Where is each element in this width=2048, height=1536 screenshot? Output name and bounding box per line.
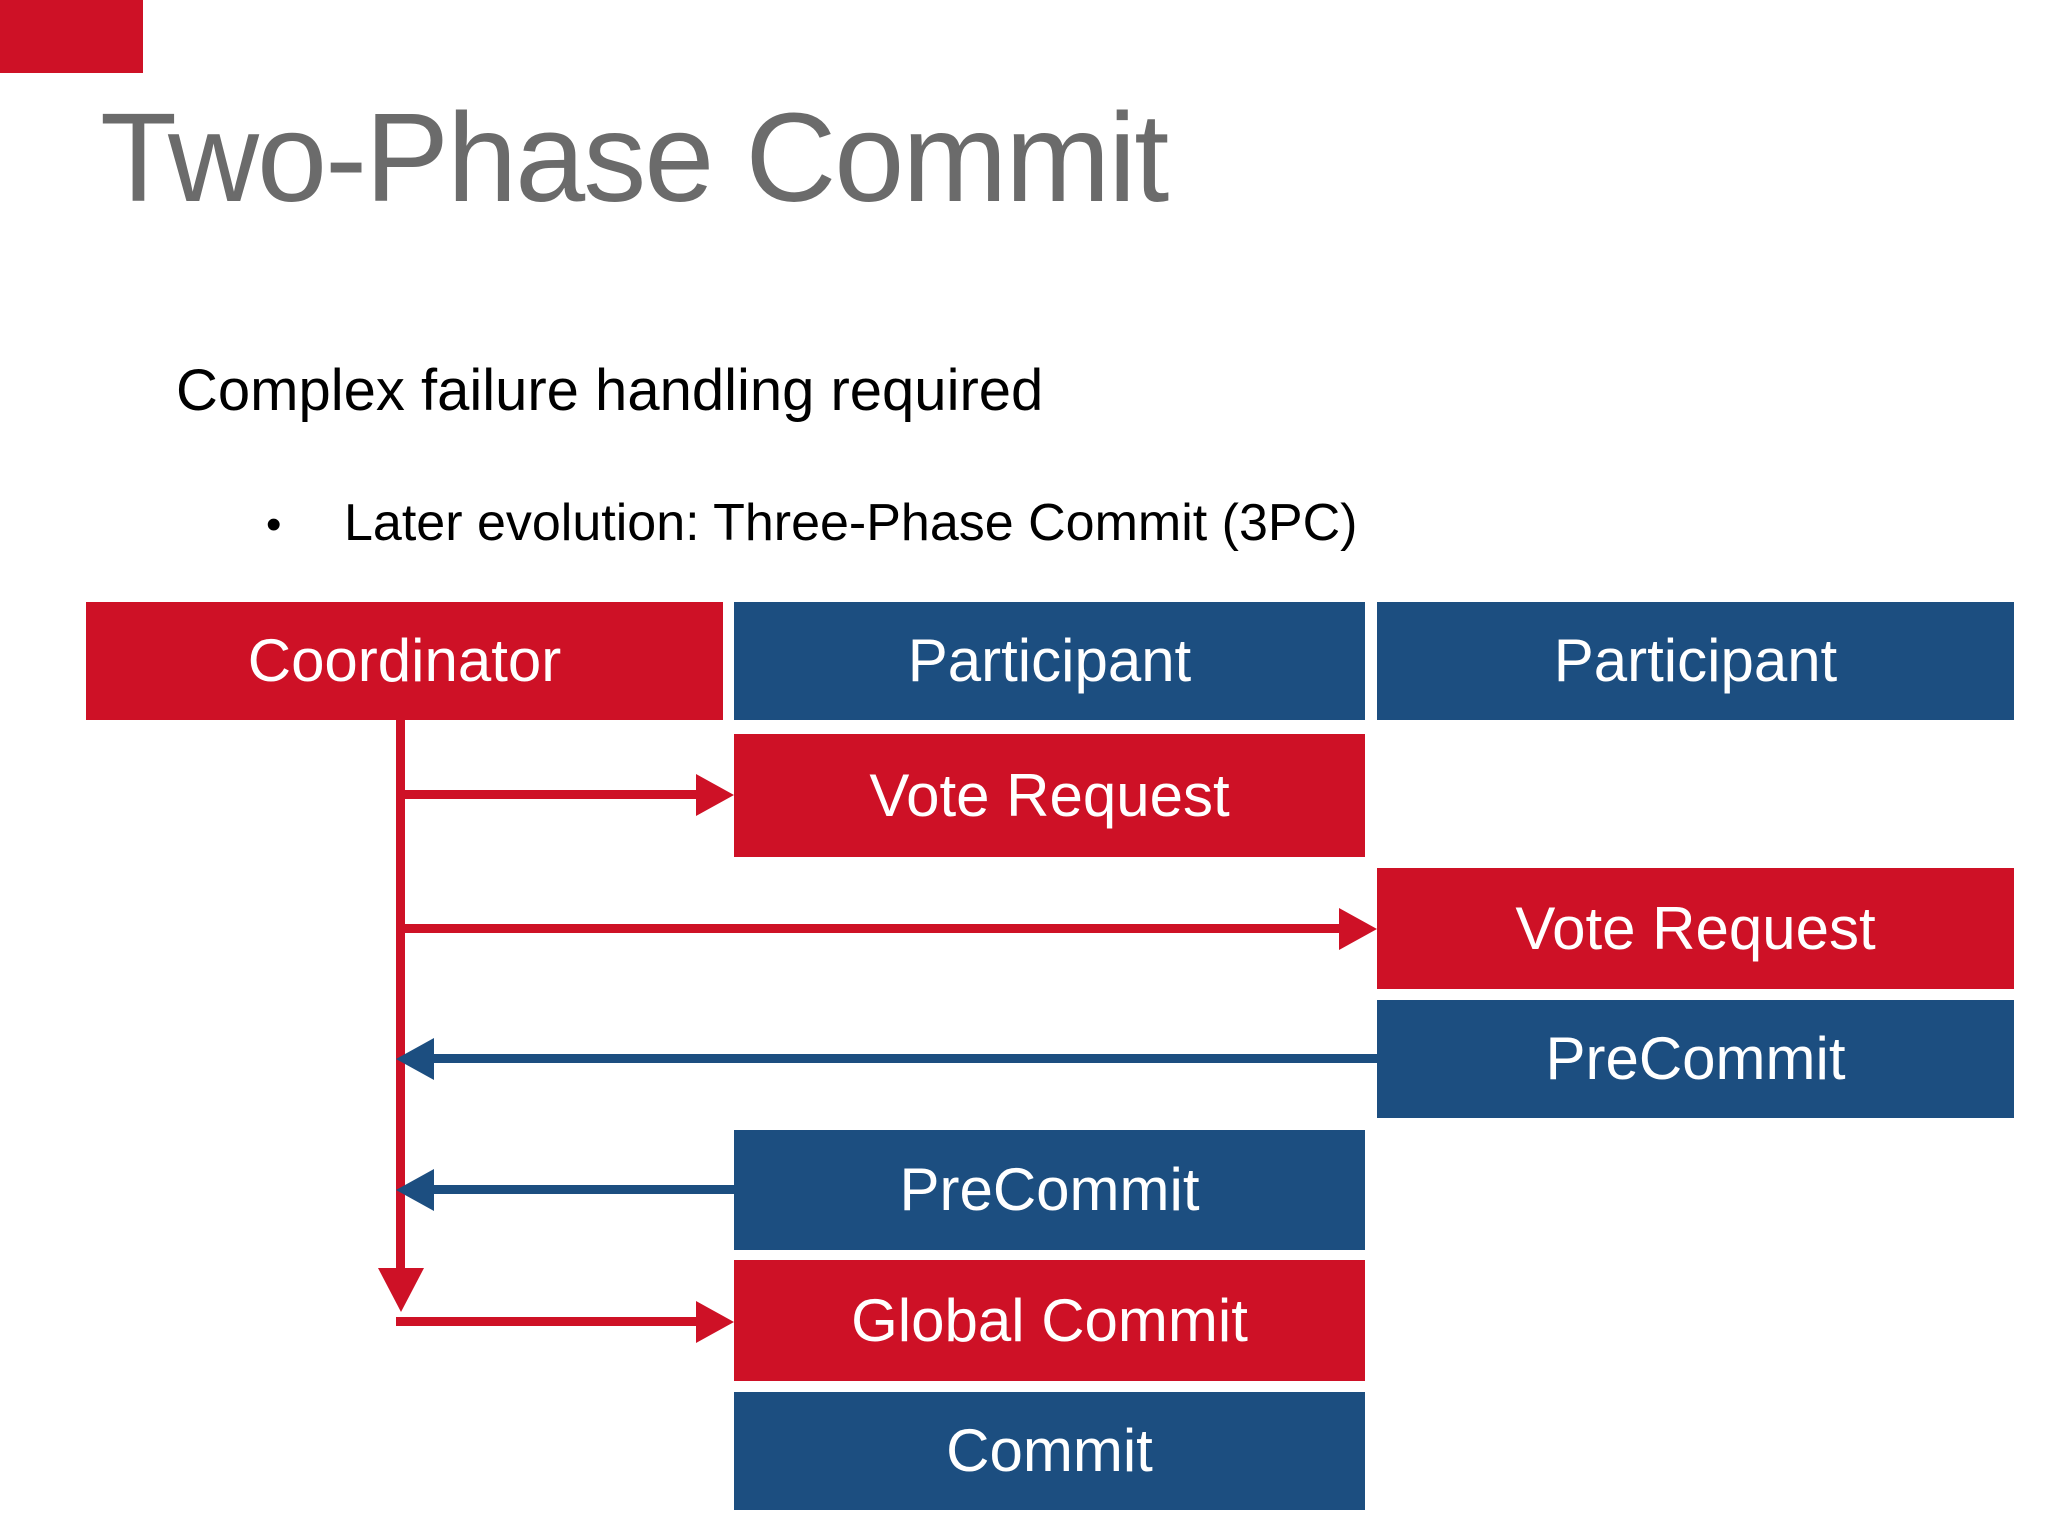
slide-title: Two-Phase Commit (100, 87, 1169, 228)
arrow-global-commit-shaft (396, 1317, 700, 1326)
box-commit: Commit (734, 1392, 1365, 1510)
lifeline-down-arrowhead-icon (378, 1268, 424, 1312)
arrow-global-commit-head-icon (696, 1301, 734, 1343)
box-participant-1: Participant (734, 602, 1365, 720)
bullet-marker: • (266, 500, 282, 549)
box-participant-2: Participant (1377, 602, 2014, 720)
arrow-vote-request-2-head-icon (1339, 908, 1377, 950)
arrow-precommit-1-head-icon (396, 1169, 434, 1211)
subtitle-text: Complex failure handling required (176, 358, 1044, 423)
box-coordinator: Coordinator (86, 602, 723, 720)
arrow-precommit-2-head-icon (396, 1038, 434, 1080)
box-vote-request-2: Vote Request (1377, 868, 2014, 989)
arrow-vote-request-2-shaft (400, 924, 1343, 933)
coordinator-lifeline (396, 720, 405, 1270)
box-precommit-2: PreCommit (1377, 1000, 2014, 1118)
bullet-text: Later evolution: Three-Phase Commit (3PC… (344, 494, 1358, 552)
red-corner-accent (0, 0, 143, 73)
arrow-precommit-2-shaft (430, 1054, 1377, 1063)
arrow-vote-request-1-head-icon (696, 774, 734, 816)
arrow-precommit-1-shaft (430, 1185, 734, 1194)
box-global-commit: Global Commit (734, 1260, 1365, 1381)
box-precommit-1: PreCommit (734, 1130, 1365, 1250)
arrow-vote-request-1-shaft (400, 790, 700, 799)
box-vote-request-1: Vote Request (734, 734, 1365, 857)
